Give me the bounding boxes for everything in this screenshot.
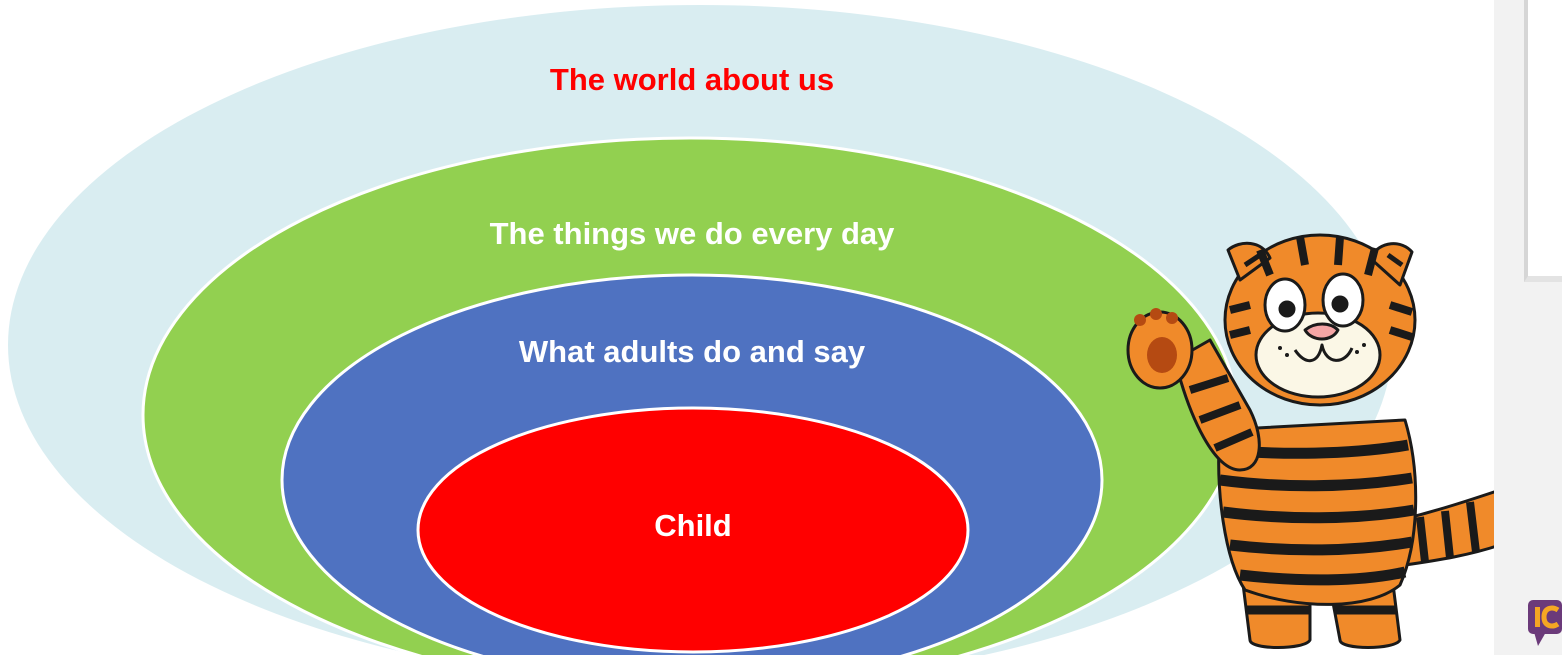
side-panel-frame	[1524, 0, 1562, 282]
ring-core-label: Child	[654, 508, 732, 543]
ring-second-label: The things we do every day	[490, 216, 896, 251]
ring-core-shape	[416, 406, 970, 654]
ring-third-label: What adults do and say	[519, 334, 866, 369]
ring-core: Child	[416, 406, 970, 654]
ring-outer-label: The world about us	[550, 62, 834, 97]
speech-bubble-logo-icon	[1528, 598, 1562, 655]
side-panel	[1494, 0, 1562, 655]
